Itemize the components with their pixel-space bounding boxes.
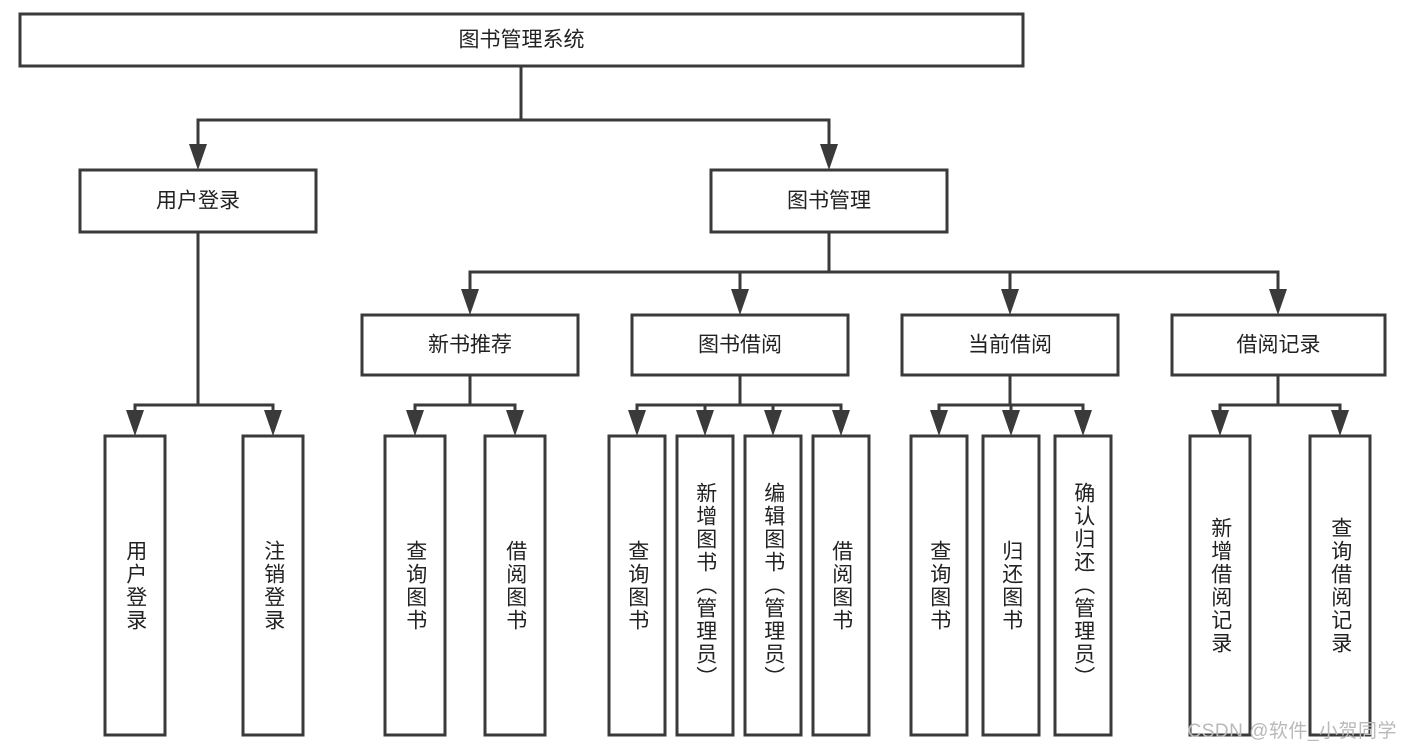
node-box[interactable] xyxy=(811,434,871,737)
node-leaf-borrow-book[interactable] xyxy=(811,434,871,737)
node-box[interactable] xyxy=(709,168,949,234)
node-label: 当前借阅 xyxy=(968,334,1052,357)
watermark: CSDN @软件_小贺同学 xyxy=(1187,721,1397,742)
arrow-head-icon xyxy=(764,410,782,436)
connector-line xyxy=(703,375,742,410)
arrow-head-icon xyxy=(820,144,838,170)
node-box[interactable] xyxy=(241,434,305,737)
arrow-head-icon xyxy=(506,410,524,436)
arrow-head-icon xyxy=(1074,410,1092,436)
connector-line xyxy=(738,232,831,289)
connector-edge-ul-logout xyxy=(196,232,282,436)
connector-edge-br-add xyxy=(1211,375,1280,436)
node-box[interactable] xyxy=(630,313,850,377)
node-leaf-edit-book-admin[interactable] xyxy=(743,434,803,737)
node-box[interactable] xyxy=(1053,434,1113,737)
connector-edge-cb-query xyxy=(930,375,1012,436)
connector-line xyxy=(468,232,831,289)
node-label: 新书推荐 xyxy=(428,334,512,357)
arrow-head-icon xyxy=(731,289,749,315)
node-label: 用户登录 xyxy=(156,190,240,213)
node-box[interactable] xyxy=(18,12,1025,68)
node-label: 借阅记录 xyxy=(1237,334,1321,357)
connector-line xyxy=(468,375,517,410)
node-leaf-confirm-return-admin[interactable] xyxy=(1053,434,1113,737)
connector-edge-br-query xyxy=(1276,375,1349,436)
arrow-head-icon xyxy=(406,410,424,436)
node-leaf-return-book[interactable] xyxy=(981,434,1041,737)
node-leaf-borrow-book-recommend[interactable] xyxy=(483,434,547,737)
arrow-head-icon xyxy=(628,410,646,436)
connector-edge-rec-borrow xyxy=(468,375,524,436)
node-box[interactable] xyxy=(360,313,580,377)
connectors-layer xyxy=(126,66,1349,436)
connector-edge-cb-confirm xyxy=(1008,375,1092,436)
node-box[interactable] xyxy=(1308,434,1372,737)
arrow-head-icon xyxy=(264,410,282,436)
connector-edge-bm-borrow xyxy=(731,232,831,315)
connector-line xyxy=(519,66,831,144)
connector-line xyxy=(937,375,1012,410)
node-root[interactable]: 图书管理系统 xyxy=(18,12,1025,68)
connector-line xyxy=(827,232,1012,289)
arrow-head-icon xyxy=(1001,289,1019,315)
connector-edge-rec-query xyxy=(406,375,472,436)
node-book-manage[interactable]: 图书管理 xyxy=(709,168,949,234)
connector-edge-ul-login xyxy=(126,232,200,436)
connector-line xyxy=(827,232,1280,289)
connector-line xyxy=(133,232,200,410)
connector-edge-root-user-login xyxy=(189,66,523,170)
connector-edge-root-book-manage xyxy=(519,66,838,170)
node-box[interactable] xyxy=(981,434,1041,737)
arrow-head-icon xyxy=(930,410,948,436)
connector-edge-bm-record xyxy=(827,232,1287,315)
node-current-borrow[interactable]: 当前借阅 xyxy=(900,313,1120,377)
node-leaf-user-login[interactable] xyxy=(103,434,167,737)
node-box[interactable] xyxy=(900,313,1120,377)
node-leaf-query-book-borrow[interactable] xyxy=(607,434,667,737)
node-leaf-query-book-recommend[interactable] xyxy=(383,434,447,737)
node-label: 图书管理系统 xyxy=(459,29,585,52)
arrow-head-icon xyxy=(696,410,714,436)
node-box[interactable] xyxy=(743,434,803,737)
arrow-head-icon xyxy=(461,289,479,315)
node-leaf-user-logout[interactable] xyxy=(241,434,305,737)
node-leaf-add-book-admin[interactable] xyxy=(675,434,735,737)
node-box[interactable] xyxy=(607,434,667,737)
node-box[interactable] xyxy=(909,434,969,737)
node-box[interactable] xyxy=(483,434,547,737)
arrow-head-icon xyxy=(1002,410,1020,436)
connector-line xyxy=(196,66,523,144)
connector-line xyxy=(413,375,472,410)
connector-line xyxy=(1008,375,1085,410)
connector-line xyxy=(738,375,843,410)
node-box[interactable] xyxy=(1170,313,1387,377)
node-leaf-add-borrow-record[interactable] xyxy=(1188,434,1252,737)
connector-line xyxy=(1218,375,1280,410)
node-borrow-record[interactable]: 借阅记录 xyxy=(1170,313,1387,377)
node-label: 图书管理 xyxy=(787,190,871,213)
arrow-head-icon xyxy=(1331,410,1349,436)
arrow-head-icon xyxy=(189,144,207,170)
arrow-head-icon xyxy=(1211,410,1229,436)
node-box[interactable] xyxy=(383,434,447,737)
node-label: 图书借阅 xyxy=(698,334,782,357)
arrow-head-icon xyxy=(126,410,144,436)
node-box[interactable] xyxy=(103,434,167,737)
arrow-head-icon xyxy=(832,410,850,436)
node-box[interactable] xyxy=(1188,434,1252,737)
node-box[interactable] xyxy=(675,434,735,737)
node-leaf-query-book-current[interactable] xyxy=(909,434,969,737)
connector-edge-bb-borrow xyxy=(738,375,850,436)
node-leaf-query-borrow-record[interactable] xyxy=(1308,434,1372,737)
connector-line xyxy=(196,232,275,410)
arrow-head-icon xyxy=(1269,289,1287,315)
node-box[interactable] xyxy=(78,168,318,234)
node-book-borrow[interactable]: 图书借阅 xyxy=(630,313,850,377)
connector-line xyxy=(1276,375,1342,410)
node-user-login[interactable]: 用户登录 xyxy=(78,168,318,234)
node-new-book-recommend[interactable]: 新书推荐 xyxy=(360,313,580,377)
